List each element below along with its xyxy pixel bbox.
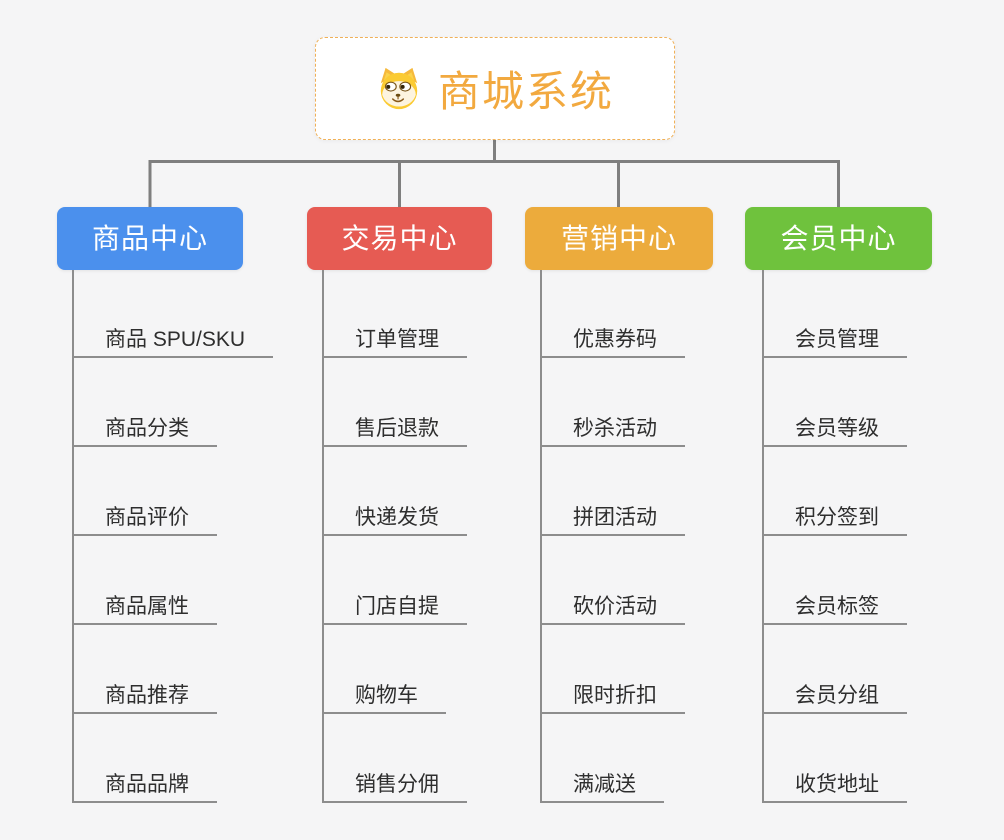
leaf-node[interactable]: 会员等级 (762, 414, 907, 447)
leaf-node[interactable]: 限时折扣 (540, 681, 685, 714)
branch-trunk-line (540, 270, 542, 803)
leaf-node[interactable]: 购物车 (322, 681, 446, 714)
branch-node-member-center[interactable]: 会员中心 (745, 207, 932, 270)
leaf-node[interactable]: 售后退款 (322, 414, 467, 447)
branch-node-marketing-center[interactable]: 营销中心 (525, 207, 713, 270)
leaf-node[interactable]: 快递发货 (322, 503, 467, 536)
branch-trunk-line (322, 270, 324, 803)
dog-icon (380, 67, 418, 109)
leaf-node[interactable]: 销售分佣 (322, 770, 467, 803)
leaf-node[interactable]: 商品推荐 (72, 681, 217, 714)
leaf-node[interactable]: 门店自提 (322, 592, 467, 625)
leaf-node[interactable]: 满减送 (540, 770, 664, 803)
root-node[interactable]: 商城系统 (315, 37, 675, 140)
leaf-node[interactable]: 砍价活动 (540, 592, 685, 625)
leaf-node[interactable]: 优惠券码 (540, 325, 685, 358)
leaf-node[interactable]: 会员分组 (762, 681, 907, 714)
branch-node-product-center[interactable]: 商品中心 (57, 207, 243, 270)
leaf-node[interactable]: 订单管理 (322, 325, 467, 358)
leaf-node[interactable]: 会员管理 (762, 325, 907, 358)
leaf-node[interactable]: 商品评价 (72, 503, 217, 536)
root-title: 商城系统 (437, 68, 614, 115)
branch-node-trade-center[interactable]: 交易中心 (307, 207, 492, 270)
leaf-node[interactable]: 商品 SPU/SKU (72, 325, 274, 358)
branch-trunk-line (72, 270, 74, 803)
leaf-node[interactable]: 收货地址 (762, 770, 907, 803)
leaf-node[interactable]: 秒杀活动 (540, 414, 685, 447)
leaf-node[interactable]: 商品品牌 (72, 770, 217, 803)
leaf-node[interactable]: 拼团活动 (540, 503, 685, 536)
branch-trunk-line (762, 270, 764, 803)
leaf-node[interactable]: 会员标签 (762, 592, 907, 625)
leaf-node[interactable]: 积分签到 (762, 503, 907, 536)
leaf-node[interactable]: 商品分类 (72, 414, 217, 447)
leaf-node[interactable]: 商品属性 (72, 592, 217, 625)
